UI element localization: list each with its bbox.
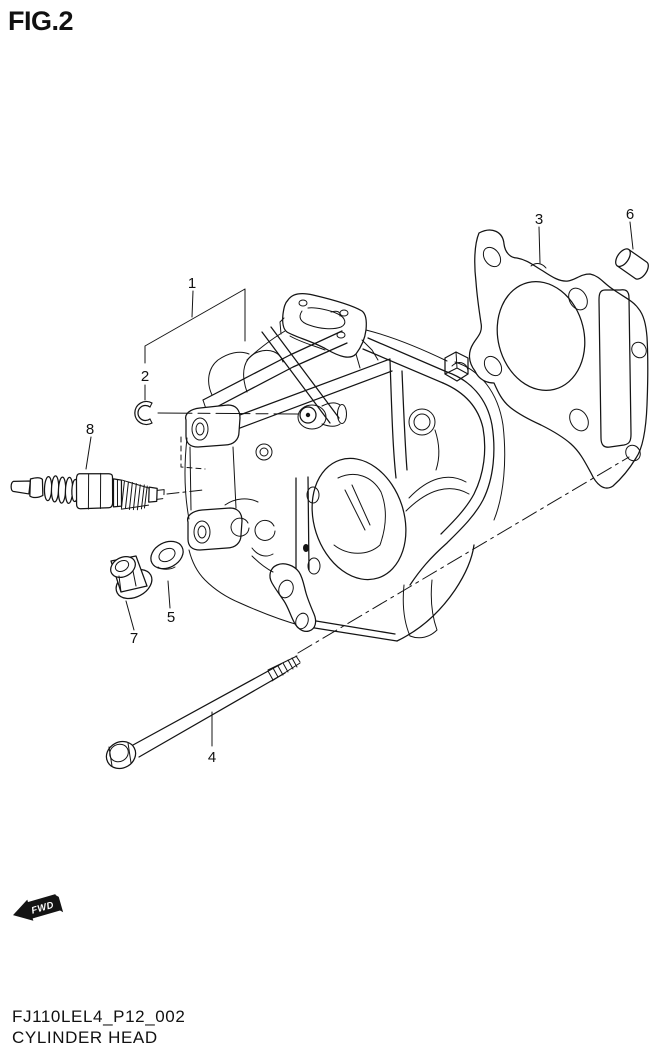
head-gasket-drawing: [468, 229, 649, 489]
cylinder-head-drawing: [180, 293, 506, 642]
figure-title: FIG.2: [8, 6, 73, 36]
callout-label-3: 3: [535, 211, 543, 228]
callout-label-2: 2: [141, 368, 149, 385]
leader-lines: [85, 221, 634, 747]
washer-drawing: [150, 540, 184, 570]
footer-page-title: CYLINDER HEAD: [12, 1028, 158, 1047]
callout-label-4: 4: [208, 749, 216, 766]
spark-plug-drawing: [10, 472, 165, 511]
nut-drawing: [110, 555, 153, 600]
circlip-drawing: [134, 400, 153, 426]
dowel-pin-drawing: [615, 248, 649, 280]
callout-label-8: 8: [86, 421, 94, 438]
fwd-arrow-icon: FWD: [13, 894, 64, 921]
callout-label-6: 6: [626, 206, 634, 223]
callout-label-5: 5: [167, 609, 175, 626]
footer-part-code: FJ110LEL4_P12_002: [12, 1007, 185, 1026]
callout-label-7: 7: [130, 630, 138, 647]
callout-label-1: 1: [188, 275, 196, 292]
bolt-drawing: [105, 655, 301, 770]
